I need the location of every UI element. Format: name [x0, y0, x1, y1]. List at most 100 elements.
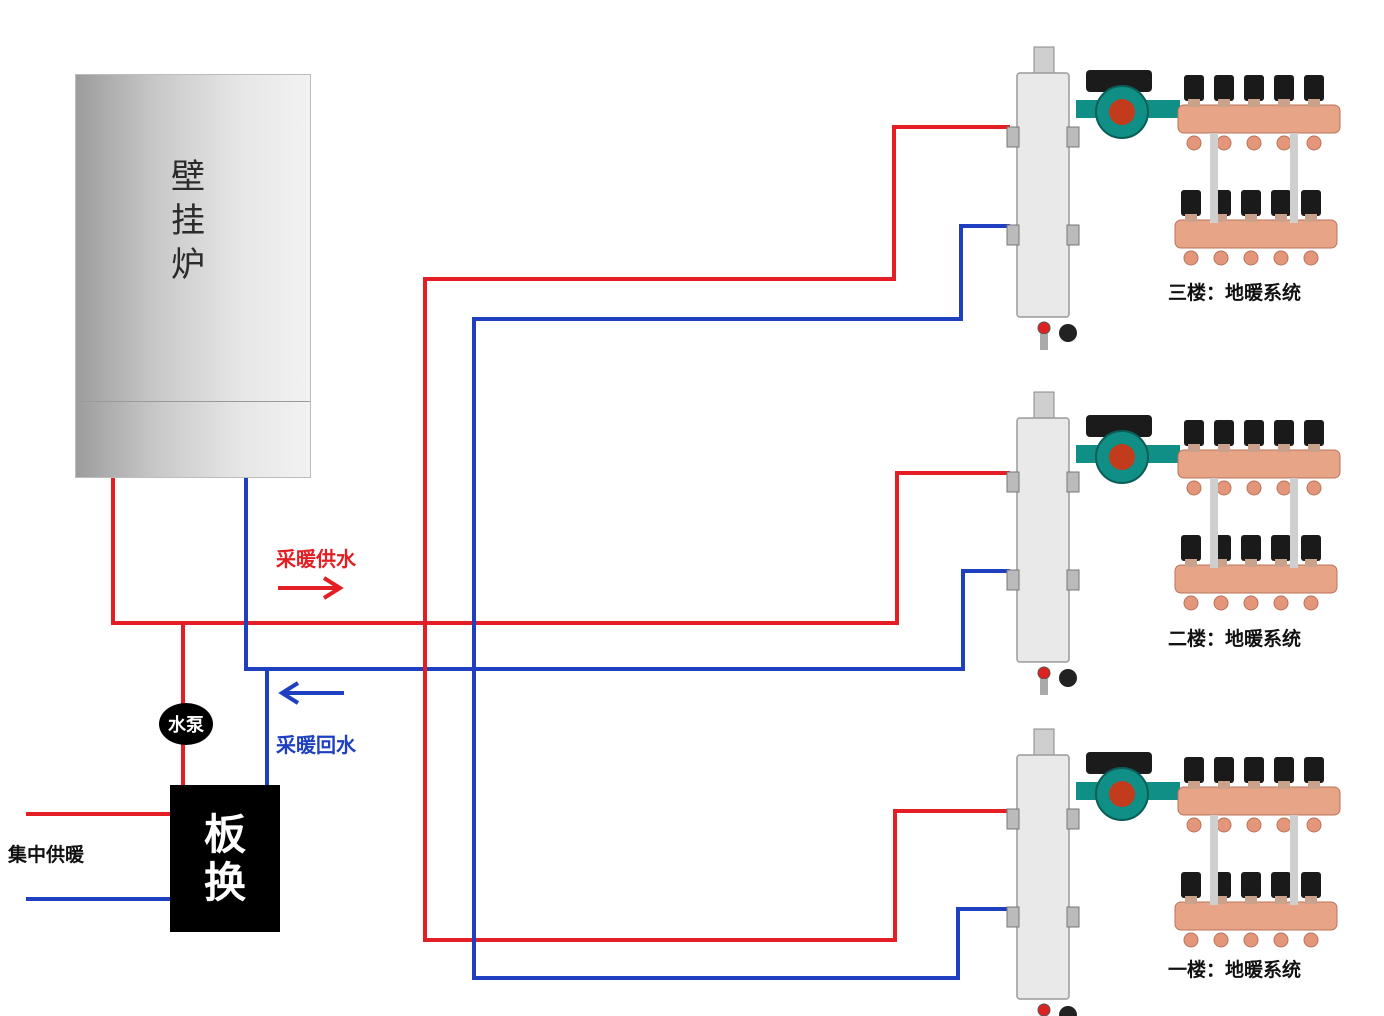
manifold-actuator: [1301, 872, 1321, 898]
actuator-base: [1185, 896, 1197, 904]
manifold-bar: [1174, 219, 1338, 249]
manifold-bracket: [1210, 815, 1218, 905]
drain-handle: [1059, 669, 1077, 687]
actuator-base: [1218, 781, 1230, 789]
arrow-right-icon: [278, 576, 344, 600]
manifold-actuator: [1271, 872, 1291, 898]
floor-heating-manifold-icon: [1177, 75, 1341, 151]
actuator-base: [1188, 444, 1200, 452]
manifold-outlet: [1303, 595, 1319, 611]
boiler-panel-seam: [76, 401, 310, 402]
manifold-outlet: [1303, 932, 1319, 948]
actuator-base: [1188, 99, 1200, 107]
actuator-base: [1308, 781, 1320, 789]
floor-unit-3: [1006, 46, 1341, 350]
actuator-base: [1218, 444, 1230, 452]
manifold-bar: [1177, 786, 1341, 816]
manifold-actuator: [1304, 420, 1324, 446]
actuator-base: [1278, 781, 1290, 789]
separator-port: [1006, 471, 1020, 493]
manifold-outlet: [1183, 932, 1199, 948]
pump-rotor: [1109, 781, 1135, 807]
manifold-actuator: [1184, 75, 1204, 101]
separator-port: [1006, 224, 1020, 246]
manifold-bar: [1177, 449, 1341, 479]
floor-2-label: 二楼：地暖系统: [1168, 628, 1302, 650]
supply-flow-label: 采暖供水: [276, 547, 356, 571]
floor-unit-1: [1006, 728, 1341, 1016]
actuator-base: [1278, 99, 1290, 107]
drain-handle: [1059, 1006, 1077, 1016]
drain-valve: [1037, 666, 1051, 680]
actuator-base: [1308, 99, 1320, 107]
plate-heat-exchanger: 板换: [170, 785, 280, 932]
pump-control-box: [1086, 70, 1152, 92]
floor-unit-2: [1006, 391, 1341, 695]
separator-vent: [1033, 728, 1055, 758]
separator-port: [1006, 126, 1020, 148]
drain-handle: [1059, 324, 1077, 342]
manifold-outlet: [1183, 595, 1199, 611]
manifold-actuator: [1274, 75, 1294, 101]
actuator-base: [1305, 896, 1317, 904]
manifold-outlet: [1273, 932, 1289, 948]
pump-control-box: [1086, 415, 1152, 437]
actuator-base: [1275, 559, 1287, 567]
boiler-return-pipe: [244, 478, 1010, 671]
manifold-outlet: [1213, 250, 1229, 266]
pump-badge: 水泵: [159, 703, 213, 745]
manifold-outlet: [1213, 932, 1229, 948]
manifold-outlet: [1216, 480, 1232, 496]
manifold-bar: [1177, 104, 1341, 134]
floor-heating-manifold-icon: [1174, 190, 1338, 266]
arrow-left-icon: [278, 681, 344, 705]
manifold-actuator: [1304, 75, 1324, 101]
actuator-base: [1215, 214, 1227, 222]
separator-vent: [1033, 391, 1055, 421]
pump-label: 水泵: [168, 715, 204, 736]
separator-port: [1066, 126, 1080, 148]
actuator-base: [1245, 559, 1257, 567]
manifold-actuator: [1181, 190, 1201, 216]
actuator-base: [1275, 896, 1287, 904]
manifold-outlet: [1216, 817, 1232, 833]
return-flow-label: 采暖回水: [276, 733, 356, 757]
manifold-actuator: [1241, 872, 1261, 898]
manifold-bracket: [1290, 815, 1298, 905]
manifold-actuator: [1244, 757, 1264, 783]
manifold-actuator: [1181, 872, 1201, 898]
actuator-base: [1275, 214, 1287, 222]
manifold-outlet: [1213, 595, 1229, 611]
actuator-base: [1215, 896, 1227, 904]
floor-heating-manifold-icon: [1174, 872, 1338, 948]
manifold-actuator: [1181, 535, 1201, 561]
separator-port: [1066, 569, 1080, 591]
manifold-outlet: [1243, 250, 1259, 266]
drain-stub: [1040, 679, 1048, 695]
manifold-bracket: [1290, 133, 1298, 223]
manifold-actuator: [1274, 420, 1294, 446]
actuator-base: [1248, 781, 1260, 789]
drain-valve: [1037, 1003, 1051, 1016]
manifold-bracket: [1210, 478, 1218, 568]
boiler-label: 壁挂炉: [171, 157, 205, 285]
floor-3-label: 三楼：地暖系统: [1168, 282, 1302, 304]
floor-heating-manifold-icon: [1174, 535, 1338, 611]
actuator-base: [1248, 444, 1260, 452]
manifold-outlet: [1186, 817, 1202, 833]
manifold-actuator: [1271, 535, 1291, 561]
manifold-actuator: [1241, 535, 1261, 561]
hydraulic-separator-icon: [1016, 417, 1070, 663]
manifold-actuator: [1301, 190, 1321, 216]
riser-return-pipe: [472, 224, 1010, 980]
separator-vent: [1033, 46, 1055, 76]
floor-heating-manifold-icon: [1177, 420, 1341, 496]
wall-boiler: 壁挂炉: [75, 74, 311, 478]
manifold-outlet: [1303, 250, 1319, 266]
actuator-base: [1245, 214, 1257, 222]
actuator-base: [1185, 214, 1197, 222]
manifold-actuator: [1271, 190, 1291, 216]
floor-1-label: 一楼：地暖系统: [1168, 959, 1302, 981]
pump-rotor: [1109, 99, 1135, 125]
